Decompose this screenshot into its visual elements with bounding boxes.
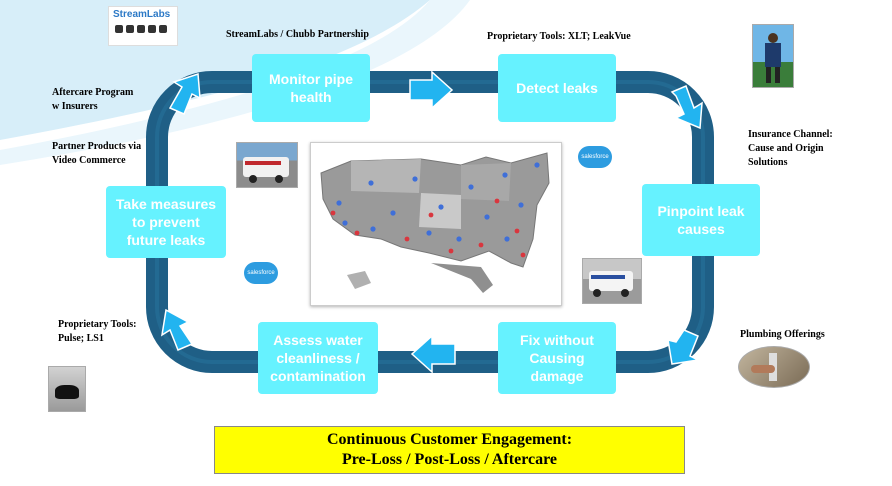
service-van-photo-2 — [582, 258, 642, 304]
proprietary-tools-bottom-label: Proprietary Tools: Pulse; LS1 — [58, 319, 137, 344]
salesforce-logo-right: salesforce — [578, 146, 612, 168]
arrow-up-left-bottom — [160, 308, 194, 351]
logo-wordmark: StreamLabs — [113, 9, 171, 20]
step-fix-without-damage: Fix without Causing damage — [498, 322, 616, 394]
product-icons — [115, 25, 171, 37]
engagement-banner: Continuous Customer Engagement: Pre-Loss… — [214, 426, 685, 474]
plumbing-photo — [738, 346, 810, 388]
arrow-up-right-top — [168, 72, 201, 115]
arrow-down-right-top — [670, 84, 703, 130]
leak-sensor-photo — [48, 366, 86, 412]
insurance-channel-label: Insurance Channel: Cause and Origin Solu… — [748, 129, 833, 168]
partner-products-label: Partner Products via Video Commerce — [52, 141, 142, 166]
salesforce-logo-left: salesforce — [244, 262, 278, 284]
banner-line-1: Continuous Customer Engagement: — [326, 431, 573, 448]
step-detect-leaks: Detect leaks — [498, 54, 616, 122]
proprietary-tools-top-label: Proprietary Tools: XLT; LeakVue — [487, 31, 631, 42]
step-pinpoint-leak-causes: Pinpoint leak causes — [642, 184, 760, 256]
aftercare-label: Aftercare Program w Insurers — [52, 87, 134, 112]
streamlabs-logo: StreamLabs — [108, 6, 178, 46]
arrow-left-bottom — [410, 334, 456, 374]
banner-line-2: Pre-Loss / Post-Loss / Aftercare — [341, 451, 558, 468]
step-assess-water: Assess water cleanliness / contamination — [258, 322, 378, 394]
step-monitor-pipe-health: Monitor pipe health — [252, 54, 370, 122]
us-map — [310, 142, 562, 306]
arrow-right-top — [409, 70, 454, 110]
step-prevent-future-leaks: Take measures to prevent future leaks — [106, 186, 226, 258]
plumbing-offerings-label: Plumbing Offerings — [740, 329, 825, 340]
arrow-down-left-bottom — [667, 329, 701, 365]
service-van-photo — [236, 142, 298, 188]
partnership-label: StreamLabs / Chubb Partnership — [226, 29, 369, 40]
technician-photo — [752, 24, 794, 88]
